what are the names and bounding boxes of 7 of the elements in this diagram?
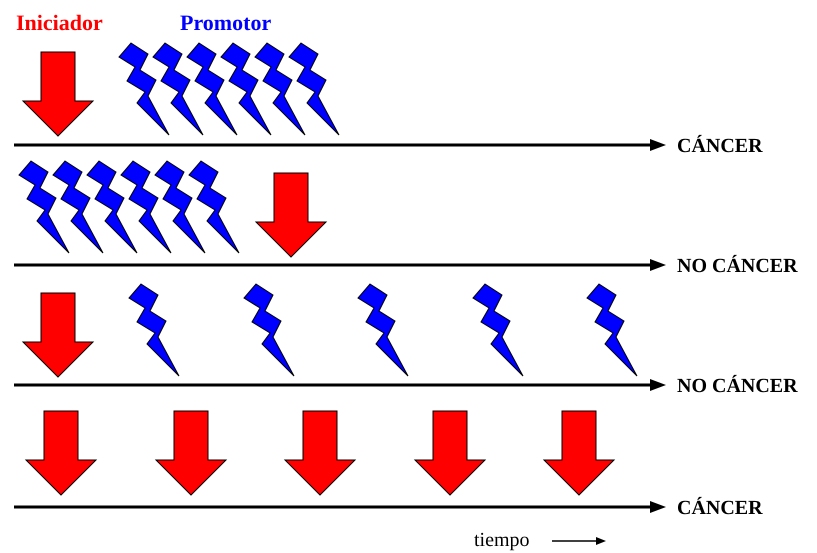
axis-label: tiempo	[474, 530, 530, 550]
column-heading: Iniciador	[16, 12, 103, 34]
outcome-label: CÁNCER	[677, 498, 763, 518]
column-heading: Promotor	[180, 12, 272, 34]
outcome-label: CÁNCER	[677, 136, 763, 156]
outcome-label: NO CÁNCER	[677, 376, 798, 396]
outcome-label: NO CÁNCER	[677, 256, 798, 276]
